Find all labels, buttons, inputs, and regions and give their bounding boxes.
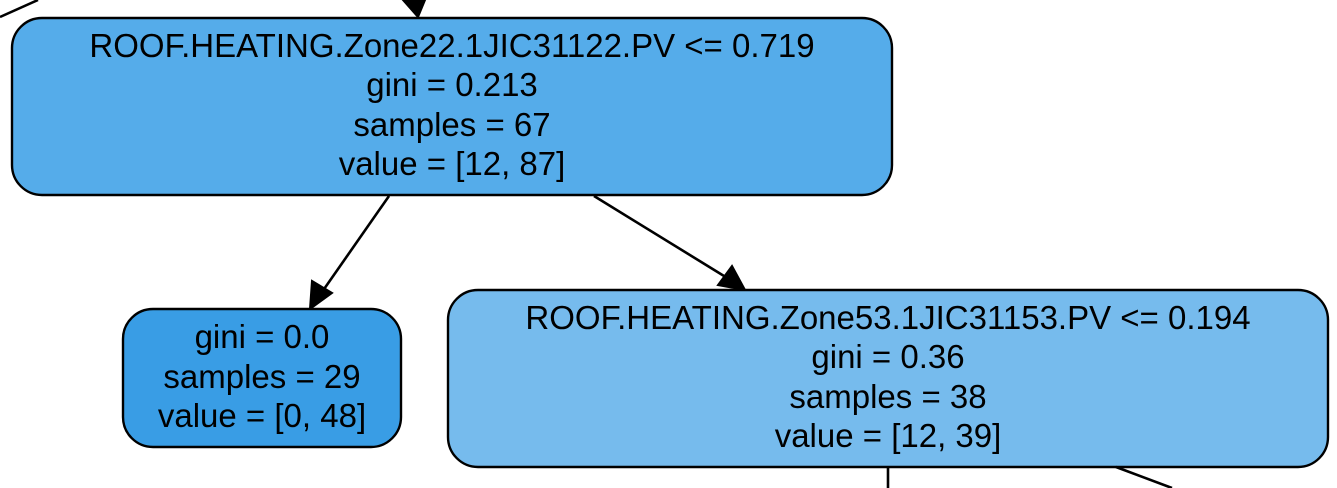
node-samples-text: samples = 38 [789,378,986,415]
node-condition-text: ROOF.HEATING.Zone53.1JIC31153.PV <= 0.19… [525,299,1250,336]
edge-zone22-to-zone53 [593,194,747,292]
node-box [10,16,894,197]
node-samples-text: samples = 67 [353,106,550,143]
node-gini-text: gini = 0.0 [195,318,330,355]
edge-parent-to-zone22 [0,0,427,19]
tree-node-leaf-left: gini = 0.0 samples = 29 value = [0, 48] [121,307,403,449]
edge-zone22-to-leaf [308,195,391,312]
node-value-text: value = [0, 48] [158,397,366,434]
arrowhead [308,279,334,312]
node-gini-text: gini = 0.36 [811,338,964,375]
node-samples-text: samples = 29 [163,358,360,395]
arrowhead [401,0,427,19]
node-value-text: value = [12, 87] [339,145,566,182]
node-box [121,307,403,449]
tree-node-split-zone53: ROOF.HEATING.Zone53.1JIC31153.PV <= 0.19… [446,288,1330,469]
node-condition-text: ROOF.HEATING.Zone22.1JIC31122.PV <= 0.71… [89,27,814,64]
node-value-text: value = [12, 39] [775,417,1002,454]
edge-zone53-to-offscreen-right [1115,465,1173,488]
arrowhead [716,264,747,292]
tree-node-split-zone22: ROOF.HEATING.Zone22.1JIC31122.PV <= 0.71… [10,16,894,197]
node-gini-text: gini = 0.213 [366,66,538,103]
